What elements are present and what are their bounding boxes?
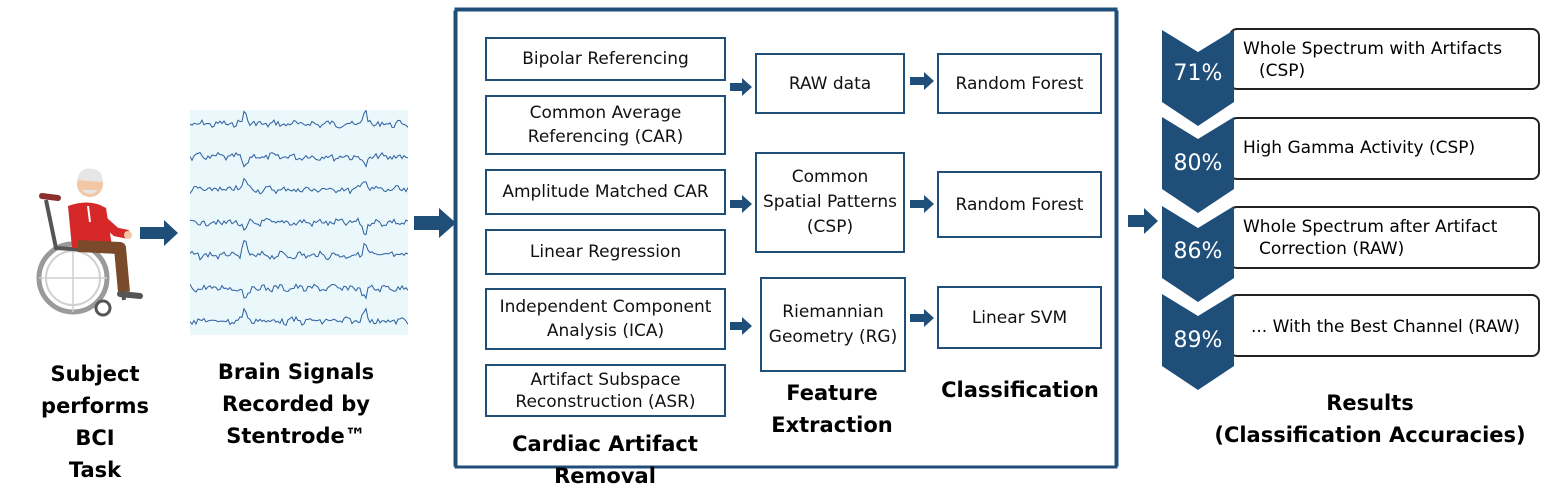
eeg-trace xyxy=(189,177,409,195)
result-best-channel: ... With the Best Channel (RAW) xyxy=(1229,294,1540,357)
eeg-trace xyxy=(189,109,409,129)
arrow-subject-to-signals-icon xyxy=(140,220,178,246)
eeg-trace xyxy=(189,307,409,326)
eeg-traces-icon xyxy=(189,109,409,326)
brain-signal-traces xyxy=(189,109,409,335)
method-independent-component-analysis: Independent Component Analysis (ICA) xyxy=(485,288,726,350)
arrow-rg-to-svm-icon xyxy=(910,309,934,327)
arrow-removal-to-rg-icon xyxy=(730,317,752,335)
classification-label: Classification xyxy=(941,378,1099,402)
result-chevron-1-icon xyxy=(1162,30,1234,126)
result-high-gamma-activity: High Gamma Activity (CSP) xyxy=(1229,117,1540,180)
eeg-trace xyxy=(189,239,409,261)
feature-raw-data: RAW data xyxy=(755,53,905,114)
method-common-average-referencing: Common Average Referencing (CAR) xyxy=(485,95,726,155)
artifact-removal-label: Cardiac Artifact Removal xyxy=(512,432,698,488)
method-linear-regression: Linear Regression xyxy=(485,229,726,275)
result-whole-spectrum-after-correction: Whole Spectrum after Artifact Correction… xyxy=(1229,206,1540,269)
method-amplitude-matched-car: Amplitude Matched CAR xyxy=(485,169,726,215)
method-bipolar-referencing: Bipolar Referencing xyxy=(485,37,726,81)
classifier-linear-svm: Linear SVM xyxy=(937,286,1102,349)
arrow-signals-to-removal-icon xyxy=(414,208,456,238)
arrow-removal-to-rawdata-icon xyxy=(730,78,752,96)
eeg-trace xyxy=(189,217,409,236)
classifier-random-forest-2: Random Forest xyxy=(937,171,1102,238)
results-label: Results (Classification Accuracies) xyxy=(1214,391,1526,447)
arrow-pipeline-to-results-icon xyxy=(1128,208,1158,234)
result-chevron-2-icon xyxy=(1162,117,1234,213)
result-percent-2: 80% xyxy=(1173,151,1223,176)
result-percent-3: 86% xyxy=(1173,239,1223,264)
feature-riemannian-geometry: Riemannian Geometry (RG) xyxy=(760,277,906,372)
feature-extraction-label: Feature Extraction xyxy=(771,381,893,437)
result-percent-4: 89% xyxy=(1173,328,1223,353)
brain-signals-label: Brain Signals Recorded by Stentrode™ xyxy=(217,360,375,448)
eeg-trace xyxy=(189,283,409,300)
arrow-csp-to-rf-icon xyxy=(910,195,934,213)
arrow-removal-to-csp-icon xyxy=(730,195,752,213)
method-artifact-subspace-reconstruction: Artifact Subspace Reconstruction (ASR) xyxy=(485,364,726,417)
subject-label: Subject performs BCI Task xyxy=(41,362,149,482)
classifier-random-forest-1: Random Forest xyxy=(937,53,1102,114)
result-whole-spectrum-with-artifacts: Whole Spectrum with Artifacts (CSP) xyxy=(1229,28,1540,90)
result-chevron-3-icon xyxy=(1162,206,1234,302)
pipeline-frame xyxy=(453,7,1119,469)
wheelchair-user-icon xyxy=(36,168,143,317)
arrow-rawdata-to-rf-icon xyxy=(910,72,934,90)
feature-common-spatial-patterns: Common Spatial Patterns (CSP) xyxy=(755,152,905,253)
result-chevron-4-icon xyxy=(1162,294,1234,390)
result-percent-1: 71% xyxy=(1173,61,1223,86)
eeg-trace xyxy=(189,151,409,168)
